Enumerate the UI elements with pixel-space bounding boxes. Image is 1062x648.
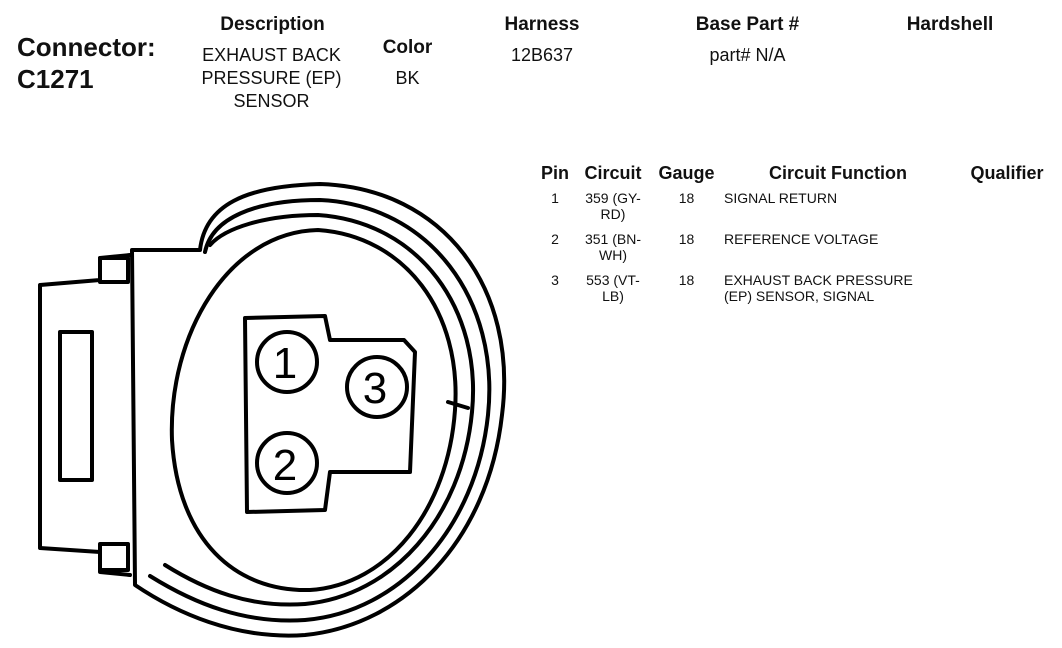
base-part-value: part# N/A (709, 45, 786, 65)
col-gauge: Gauge (658, 163, 715, 183)
qualifier-cell (952, 272, 1062, 313)
function-line1: SIGNAL RETURN (724, 190, 838, 206)
terminal-3 (345, 355, 409, 419)
description-line2: PRESSURE (EP) (201, 68, 342, 88)
gauge-cell: 18 (678, 190, 695, 206)
connector-face-diagram: 1 2 3 (38, 182, 507, 638)
circuit-cell: 359 (GY- RD) (577, 190, 649, 231)
housing-ring-2 (148, 198, 492, 623)
description-value: EXHAUST BACK PRESSURE (EP) SENSOR (184, 44, 359, 113)
table-row: 2 351 (BN- WH) 18 REFERENCE VOLTAGE (533, 231, 1062, 272)
lock-window (58, 330, 94, 482)
function-cell: SIGNAL RETURN (724, 190, 952, 231)
description-line1: EXHAUST BACK (202, 45, 341, 65)
col-pin: Pin (540, 163, 569, 183)
pin-number: 1 (551, 190, 559, 206)
terminal-1-label: 1 (273, 339, 297, 388)
col-circuit-function: Circuit Function (769, 163, 907, 183)
lock-block (38, 253, 132, 577)
terminal-2-label: 2 (273, 441, 297, 490)
hardshell-header: Hardshell (906, 14, 994, 35)
terminal-3-label: 3 (363, 364, 387, 413)
circuit-line2: WH) (599, 247, 627, 263)
base-part-header: Base Part # (695, 14, 800, 35)
connector-id: C1271 (17, 64, 94, 94)
terminal-1 (255, 330, 319, 394)
qualifier-cell (952, 231, 1062, 272)
pin-table-header-row: Pin Circuit Gauge Circuit Function Quali… (533, 163, 1062, 190)
col-circuit: Circuit (584, 163, 642, 183)
table-row: 1 359 (GY- RD) 18 SIGNAL RETURN (533, 190, 1062, 231)
circuit-cell: 553 (VT- LB) (577, 272, 649, 313)
harness-header: Harness (504, 14, 580, 35)
connector-label: Connector: C1271 (17, 31, 156, 95)
connector-label-line1: Connector: (17, 32, 156, 62)
pin-number: 2 (551, 231, 559, 247)
circuit-line1: 351 (BN- (584, 231, 642, 247)
function-cell: REFERENCE VOLTAGE (724, 231, 952, 272)
function-cell: EXHAUST BACK PRESSURE (EP) SENSOR, SIGNA… (724, 272, 952, 313)
circuit-line1: 359 (GY- (585, 190, 641, 206)
terminal-2 (255, 431, 319, 495)
harness-value: 12B637 (510, 45, 574, 65)
circuit-line2: LB) (602, 288, 624, 304)
housing-ring-3 (163, 213, 476, 607)
circuit-cell: 351 (BN- WH) (577, 231, 649, 272)
lock-block-tab-top (98, 256, 130, 284)
table-row: 3 553 (VT- LB) 18 EXHAUST BACK PRESSURE … (533, 272, 1062, 313)
lock-block-tab-bottom (98, 542, 130, 572)
inner-shell-outline (169, 228, 458, 593)
gauge-cell: 18 (678, 272, 695, 288)
description-header: Description (220, 14, 325, 35)
circuit-line2: RD) (600, 206, 626, 222)
qualifier-cell (952, 190, 1062, 231)
function-line2: (EP) SENSOR, SIGNAL (724, 288, 875, 304)
color-header: Color (382, 37, 433, 58)
pin-number: 3 (551, 272, 559, 288)
description-line3: SENSOR (233, 91, 310, 111)
pin-table: Pin Circuit Gauge Circuit Function Quali… (533, 163, 1062, 313)
function-line1: EXHAUST BACK PRESSURE (724, 272, 913, 288)
terminal-cavity (243, 314, 417, 514)
col-qualifier: Qualifier (970, 163, 1044, 183)
function-line1: REFERENCE VOLTAGE (724, 231, 879, 247)
outer-housing-outline (130, 182, 507, 638)
circuit-line1: 553 (VT- (586, 272, 640, 288)
gauge-cell: 18 (678, 231, 695, 247)
color-value: BK (395, 68, 420, 88)
latch-notch (446, 400, 470, 410)
